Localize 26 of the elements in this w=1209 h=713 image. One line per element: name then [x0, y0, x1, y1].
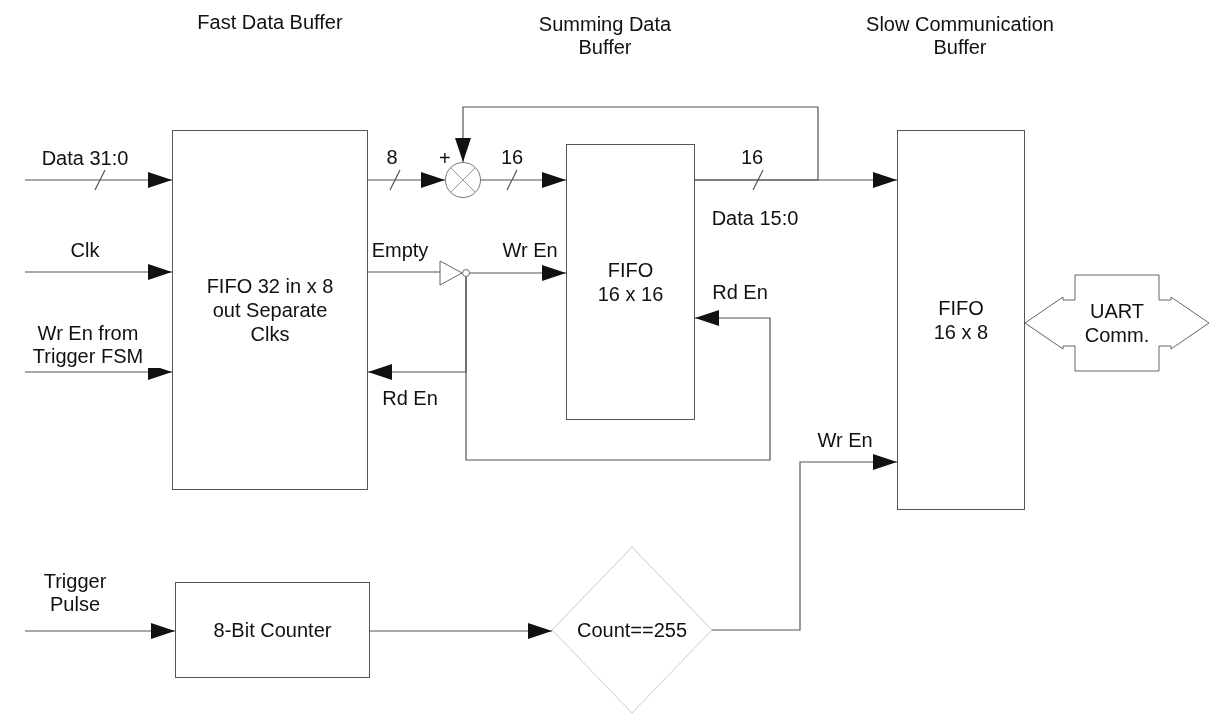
block-label: Count==255 [576, 618, 688, 642]
summing-junction [445, 162, 481, 198]
fifo-block [172, 130, 368, 490]
block-label: UART Comm. [1083, 299, 1151, 347]
signal-arrow [465, 276, 771, 461]
signal-arrow [711, 454, 898, 631]
block-label: 8-Bit Counter [213, 618, 332, 642]
decision-diamond [552, 547, 712, 713]
signal-line [367, 271, 441, 273]
double-arrow-block [1025, 275, 1209, 371]
signal-arrow [469, 265, 567, 281]
fifo-block [566, 144, 695, 420]
signal-arrow [24, 264, 173, 280]
counter-block [175, 582, 370, 678]
signal-arrow [24, 623, 176, 639]
signal-arrow [24, 169, 173, 191]
block-label: FIFO 32 in x 8 out Separate Clks [205, 274, 335, 346]
sign-label: + [439, 148, 451, 168]
signal-arrow [480, 169, 567, 191]
block-label: FIFO 16 x 16 [596, 258, 665, 306]
signal-arrow [367, 169, 446, 191]
signal-arrow [369, 623, 553, 639]
block-label: FIFO 16 x 8 [932, 296, 990, 344]
inverter-symbol [440, 261, 470, 285]
fifo-block [897, 130, 1025, 510]
signal-arrow [455, 106, 819, 181]
